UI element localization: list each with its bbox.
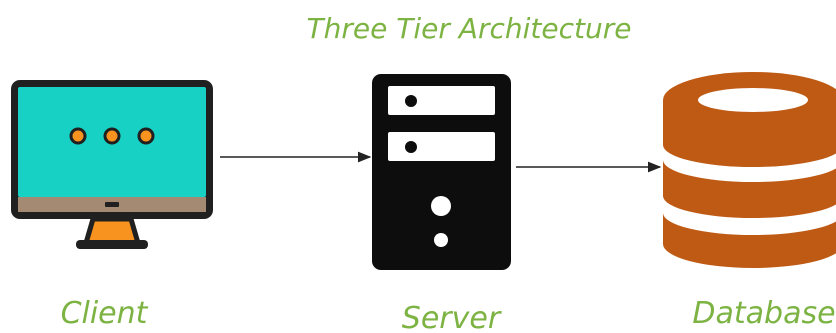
server-tower-icon xyxy=(372,74,511,270)
server-node: Server xyxy=(372,74,511,333)
database-node: Database xyxy=(663,72,836,331)
database-cylinder-icon xyxy=(663,72,836,268)
screen-dot xyxy=(137,127,155,145)
database-label: Database xyxy=(692,296,835,331)
diagram-title: Three Tier Architecture xyxy=(307,12,632,45)
client-node: Client xyxy=(11,80,213,331)
screen-dot xyxy=(69,127,87,145)
screen-dot xyxy=(103,127,121,145)
client-label: Client xyxy=(61,296,149,331)
server-label: Server xyxy=(402,301,502,333)
monitor-icon xyxy=(11,80,213,249)
